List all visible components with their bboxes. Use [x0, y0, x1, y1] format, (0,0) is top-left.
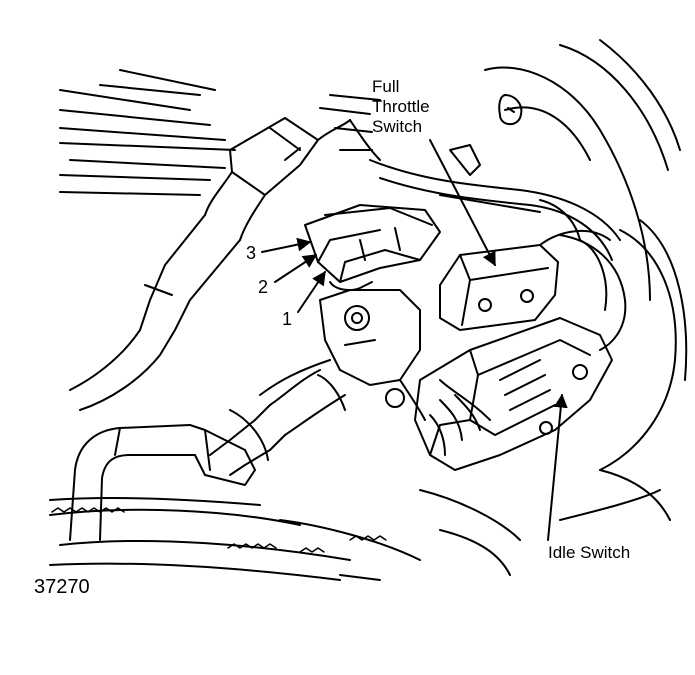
full-throttle-switch-label-line1: Full — [372, 77, 400, 96]
figure-id: 37270 — [34, 576, 90, 598]
full-throttle-switch-block — [439, 229, 611, 331]
pin-1-leader — [297, 270, 326, 313]
lower-engine-lines — [49, 469, 671, 581]
background-hatching — [59, 69, 381, 196]
label-leaders — [261, 139, 568, 541]
upper-harness-connector — [69, 117, 381, 411]
full-throttle-leader — [429, 139, 496, 267]
wiring-loom — [369, 144, 627, 351]
pin-1-label: 1 — [282, 309, 293, 329]
full-throttle-switch-label-line2: Throttle — [372, 97, 430, 116]
switch-bracket — [259, 289, 426, 421]
idle-switch-leader — [547, 393, 568, 541]
vacuum-hose-elbow — [69, 424, 256, 541]
idle-switch-label: Idle Switch — [548, 543, 631, 562]
pin-3-label: 3 — [246, 243, 257, 263]
texture-marks — [51, 507, 387, 553]
full-throttle-switch-label-line3: Switch — [372, 117, 423, 136]
pin-2-leader — [274, 254, 318, 283]
pin-3-leader — [261, 237, 312, 253]
pin-2-label: 2 — [258, 277, 269, 297]
idle-switch-assembly — [385, 317, 613, 471]
three-pin-connector — [304, 204, 441, 291]
lower-harness — [209, 369, 346, 476]
throttle-body-housing — [484, 39, 688, 471]
